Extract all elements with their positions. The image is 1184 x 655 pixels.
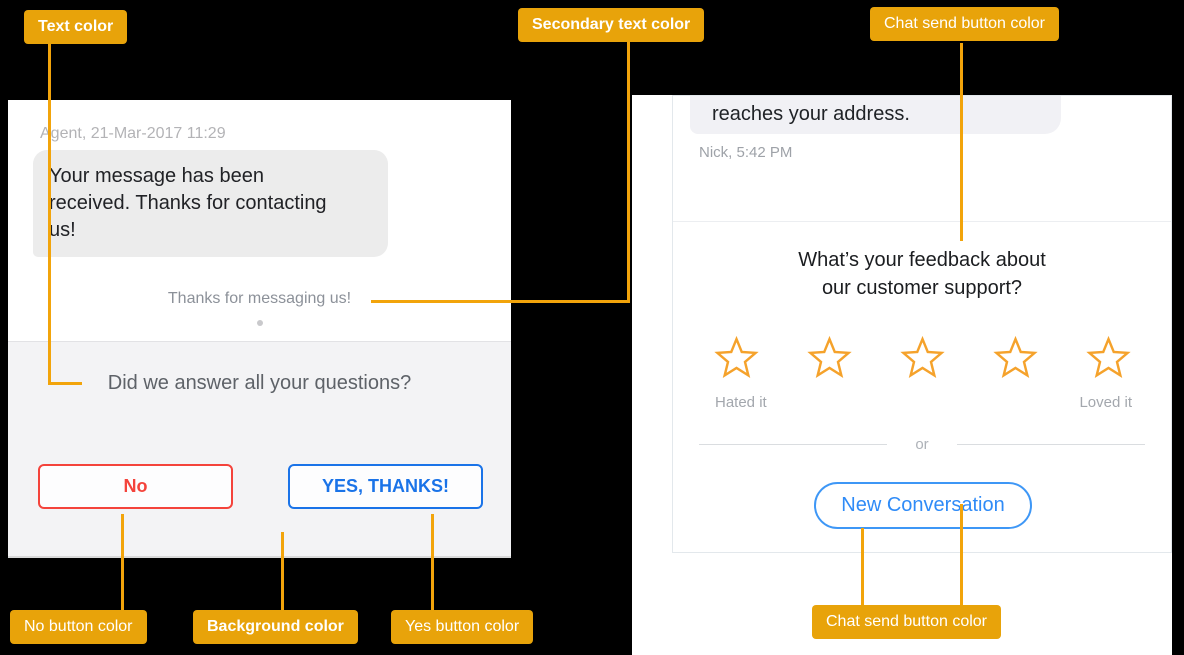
message-meta: Nick, 5:42 PM: [699, 144, 793, 161]
section-divider: [673, 221, 1171, 222]
callout-text-color: Text color: [24, 10, 128, 44]
star-icon[interactable]: [806, 334, 853, 381]
connector-text-color-vertical: [48, 42, 51, 385]
star-icon[interactable]: [899, 334, 946, 381]
connector-secondary-horizontal: [371, 300, 630, 303]
star-icon[interactable]: [992, 334, 1039, 381]
scroll-indicator-dot: [256, 320, 263, 326]
star-icon[interactable]: [713, 334, 760, 381]
survey-section: Did we answer all your questions? No YES…: [8, 341, 511, 556]
message-meta: Agent, 21-Mar-2017 11:29: [40, 125, 226, 142]
connector-chat-send-top: [960, 43, 963, 241]
system-note: Thanks for messaging us!: [167, 290, 352, 307]
survey-question: Did we answer all your questions?: [107, 372, 412, 394]
connector-secondary-vertical: [627, 42, 630, 303]
rating-high-label: Loved it: [1079, 394, 1132, 411]
yes-thanks-button[interactable]: YES, THANKS!: [288, 464, 483, 509]
feedback-question: What’s your feedback about our customer …: [798, 249, 1046, 299]
callout-secondary-text-color: Secondary text color: [518, 8, 705, 42]
no-button[interactable]: No: [38, 464, 233, 509]
or-divider-label: or: [915, 436, 929, 453]
callout-yes-button-color: Yes button color: [391, 610, 534, 644]
callout-chat-send-button-bottom: Chat send button color: [812, 605, 1001, 639]
connector-yes-button: [431, 514, 434, 610]
star-icon[interactable]: [1085, 334, 1132, 381]
callout-no-button-color: No button color: [10, 610, 147, 644]
connector-chat-send-bottom-right: [960, 504, 963, 606]
divider-line: [699, 444, 888, 445]
agent-message-bubble: Your message has been received. Thanks f…: [33, 150, 388, 257]
chat-widget-right: reaches your address. Nick, 5:42 PM What…: [672, 95, 1172, 553]
callout-chat-send-button-top: Chat send button color: [870, 7, 1059, 41]
callout-background-color: Background color: [193, 610, 358, 644]
chat-widget-left: Agent, 21-Mar-2017 11:29 Your message ha…: [8, 100, 511, 558]
connector-chat-send-bottom-left: [861, 528, 864, 606]
or-divider: or: [673, 436, 1171, 453]
rating-low-label: Hated it: [715, 394, 767, 411]
connector-background: [281, 532, 284, 610]
star-rating: [673, 334, 1171, 381]
divider-line: [956, 444, 1145, 445]
message-bubble-clipped: reaches your address.: [690, 96, 1061, 134]
connector-text-color-elbow: [48, 382, 82, 385]
connector-no-button: [121, 514, 124, 610]
new-conversation-button[interactable]: New Conversation: [814, 482, 1032, 529]
